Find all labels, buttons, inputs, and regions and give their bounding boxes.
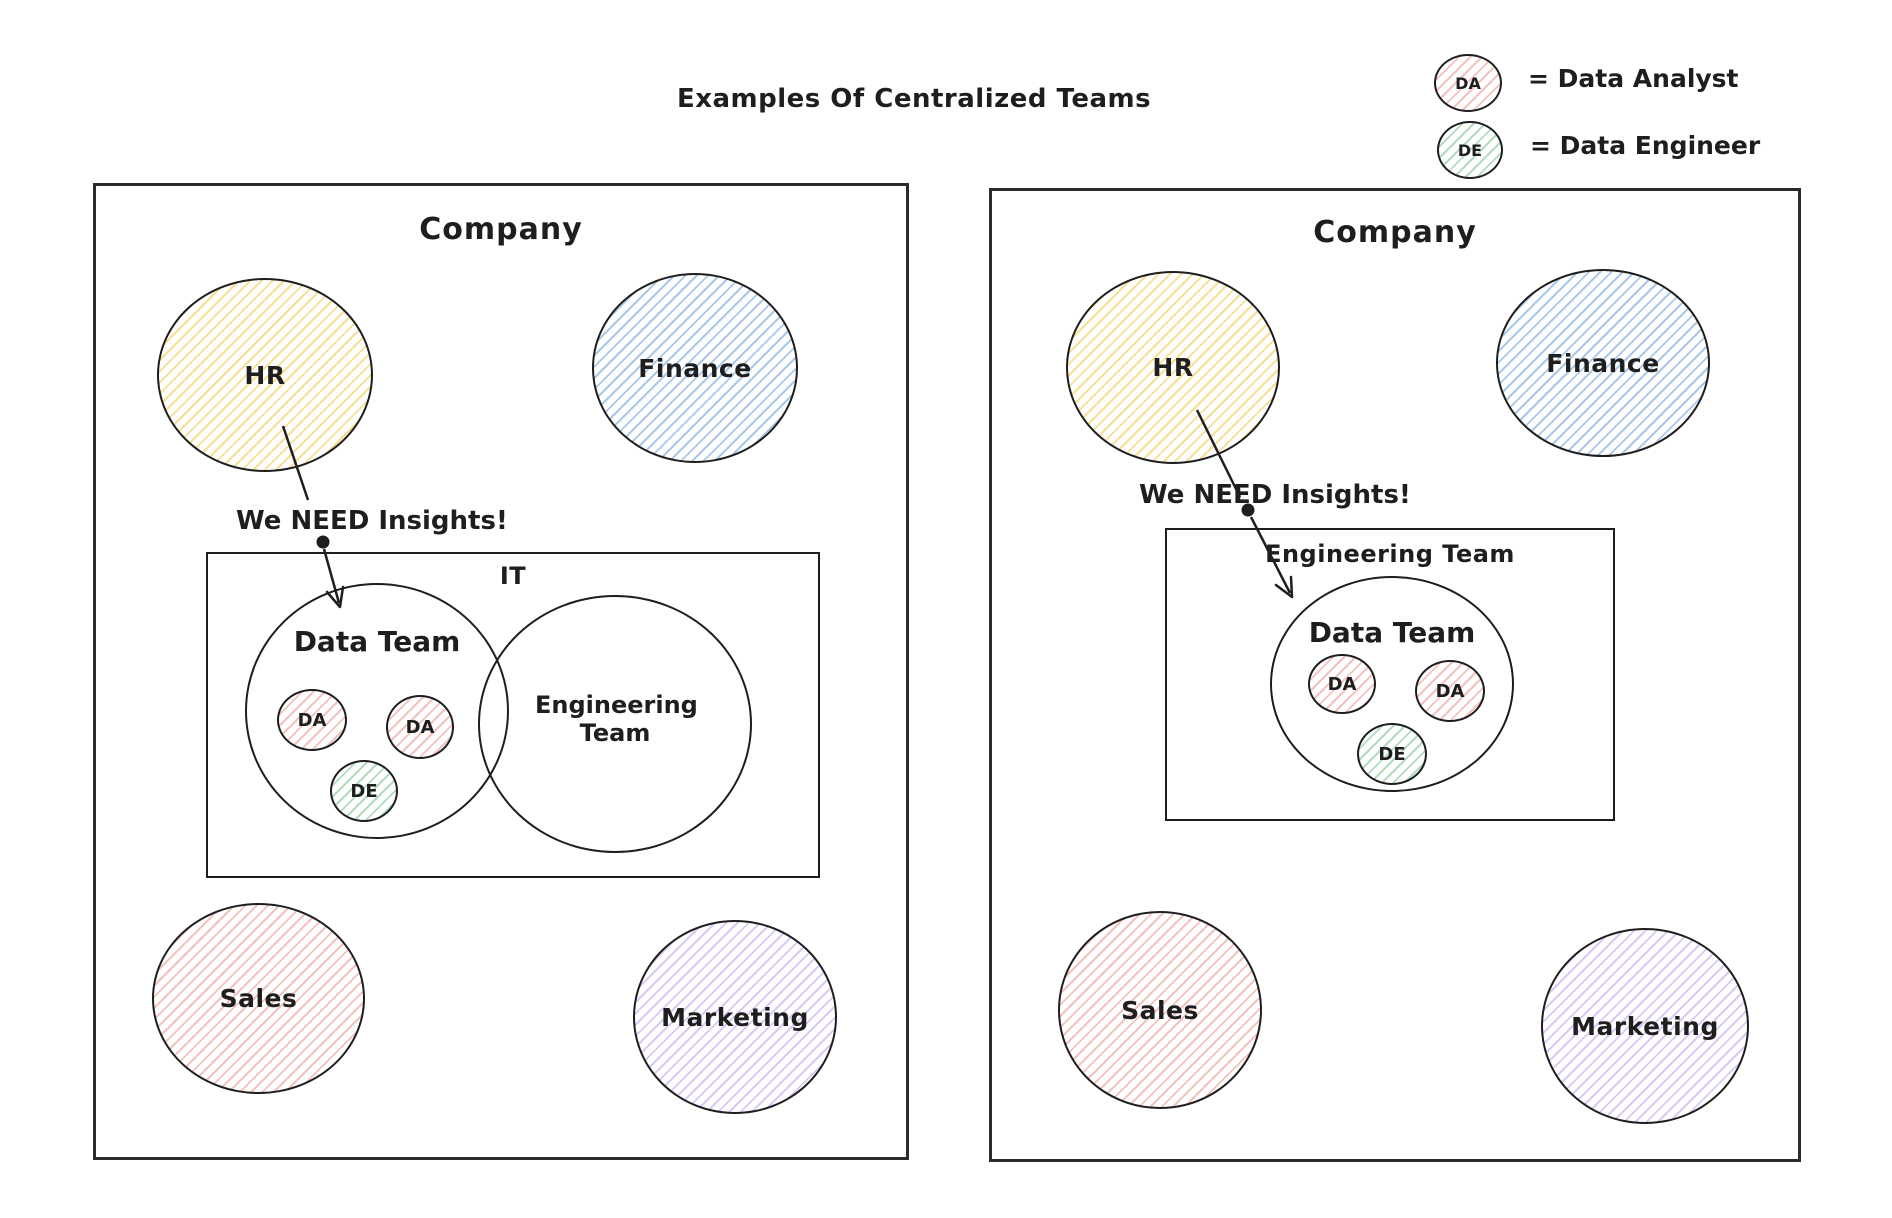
right-finance-label: Finance xyxy=(1546,348,1660,378)
right-company-box: Company HR Finance We NEED Insights! Eng… xyxy=(989,188,1801,1162)
left-sales-label: Sales xyxy=(219,984,298,1013)
right-sales-label: Sales xyxy=(1121,995,1199,1025)
left-hr-circle: HR xyxy=(157,278,373,472)
right-hr-circle: HR xyxy=(1066,271,1280,464)
right-marketing-circle: Marketing xyxy=(1541,928,1749,1124)
left-engineering-team-label: Engineering Team xyxy=(535,691,698,747)
left-data-analyst-badge-1: DA xyxy=(277,689,347,751)
right-data-team-circle: Data Team DA DA DE xyxy=(1270,576,1514,792)
left-hr-label: HR xyxy=(244,360,286,390)
legend-analyst-label: = Data Analyst xyxy=(1528,64,1739,93)
left-data-team-circle: Data Team DA DA DE xyxy=(245,583,509,839)
right-company-title: Company xyxy=(1313,215,1477,250)
left-marketing-circle: Marketing xyxy=(633,920,837,1114)
left-marketing-label: Marketing xyxy=(661,1002,809,1032)
right-callout: We NEED Insights! xyxy=(1139,480,1411,510)
right-sales-circle: Sales xyxy=(1058,911,1262,1109)
left-finance-circle: Finance xyxy=(592,273,798,463)
right-data-team-label: Data Team xyxy=(1308,616,1476,649)
right-marketing-label: Marketing xyxy=(1571,1011,1719,1041)
left-it-label: IT xyxy=(499,562,527,590)
left-data-team-label: Data Team xyxy=(293,625,461,658)
left-data-engineer-badge: DE xyxy=(330,760,398,822)
legend-engineer-label: = Data Engineer xyxy=(1530,131,1761,160)
right-data-analyst-badge-1: DA xyxy=(1308,654,1376,714)
left-sales-circle: Sales xyxy=(152,903,365,1094)
right-data-analyst-badge-2: DA xyxy=(1415,660,1485,722)
left-company-title: Company xyxy=(419,212,583,247)
left-it-box: IT Data Team DA DA DE Engineering Team xyxy=(206,552,820,878)
right-data-engineer-badge: DE xyxy=(1357,723,1427,785)
page-title: Examples Of Centralized Teams xyxy=(676,84,1152,114)
legend-engineer-badge: DE xyxy=(1437,121,1503,179)
left-company-box: Company HR Finance We NEED Insights! IT … xyxy=(93,183,909,1160)
legend-analyst-badge: DA xyxy=(1434,54,1502,112)
left-callout: We NEED Insights! xyxy=(236,506,508,536)
right-engineering-box-label: Engineering Team xyxy=(1265,540,1515,568)
right-engineering-box: Engineering Team Data Team DA DA DE xyxy=(1165,528,1615,821)
left-engineering-team-circle: Engineering Team xyxy=(478,595,752,853)
right-hr-label: HR xyxy=(1152,353,1194,382)
left-data-analyst-badge-2: DA xyxy=(386,695,454,759)
left-finance-label: Finance xyxy=(638,353,752,383)
right-finance-circle: Finance xyxy=(1496,269,1710,457)
